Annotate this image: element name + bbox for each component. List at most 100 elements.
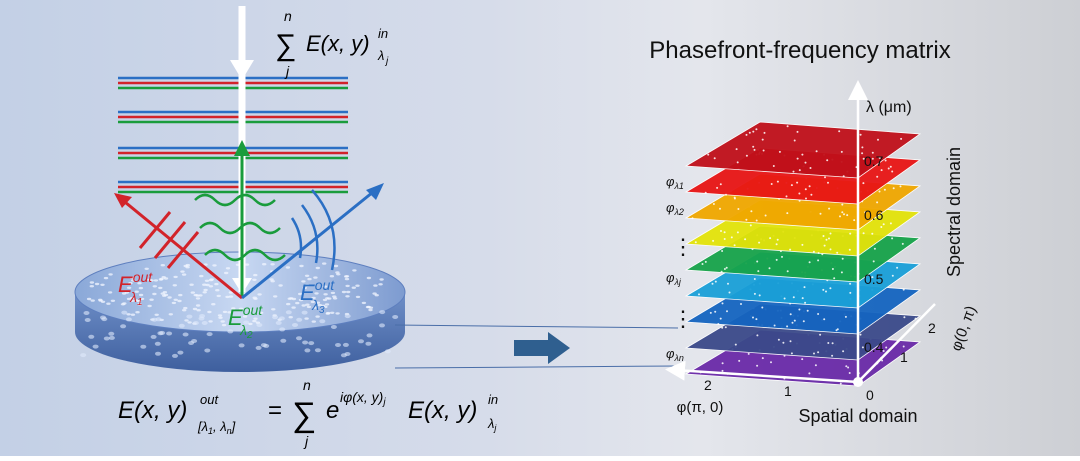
nanopillar	[80, 353, 87, 358]
layer-pixel	[758, 241, 761, 244]
layer-pixel	[733, 197, 736, 200]
nanopillar	[147, 304, 152, 308]
layer-pixel	[844, 315, 847, 318]
z-tick-0.4: 0.4	[864, 339, 884, 355]
nanopillar	[187, 321, 192, 324]
nanopillar	[129, 296, 135, 300]
x-axis	[665, 360, 859, 384]
layer-pixel	[769, 237, 772, 240]
blue-beam-arrow	[241, 186, 379, 300]
layer-pixel	[758, 294, 761, 297]
layer-pixel	[891, 274, 894, 277]
layer-pixel	[736, 231, 739, 234]
layer-pixel	[770, 361, 772, 364]
layer-pixel	[782, 341, 785, 344]
layer-pixel	[801, 243, 804, 246]
layer-pixel	[842, 175, 845, 178]
nanopillar	[286, 302, 291, 306]
nanopillar	[201, 321, 208, 325]
layer-pixel	[694, 241, 697, 244]
y-tick-1: 1	[900, 349, 908, 365]
layer-pixel	[887, 167, 890, 170]
layer-pixel	[815, 150, 818, 153]
nanopillar	[137, 282, 142, 285]
nanopillar	[178, 293, 183, 297]
layer-pixel	[902, 345, 905, 348]
nanopillar	[155, 317, 162, 322]
nanopillar	[248, 322, 253, 326]
layer-pixel	[801, 358, 804, 361]
nanopillar	[278, 284, 283, 287]
y-axis-label: φ(0, π)	[948, 304, 980, 354]
nanopillar	[168, 313, 173, 316]
layer-pixel	[728, 291, 731, 294]
nanopillar	[204, 279, 210, 282]
nanopillar	[207, 310, 212, 314]
layer-pixel	[772, 165, 775, 167]
layer-pixel	[725, 266, 728, 269]
layer-pixel	[861, 146, 864, 149]
layer-pixel	[814, 364, 817, 367]
nanopillar	[330, 311, 335, 314]
nanopillar	[160, 292, 165, 295]
input-sup: in	[378, 26, 388, 41]
layer-pixel	[878, 156, 881, 159]
nanopillar	[98, 298, 103, 301]
nanopillar	[299, 264, 304, 268]
nanopillar	[313, 276, 318, 279]
nanopillar	[214, 282, 219, 286]
nanopillar	[89, 281, 95, 284]
nanopillar	[304, 317, 309, 320]
z-tick-labels: 0.70.60.50.4	[864, 153, 884, 355]
layer-pixel	[862, 232, 865, 235]
output-sup: in	[488, 392, 498, 407]
layer-pixel	[756, 334, 759, 337]
nanopillar	[92, 344, 99, 349]
nanopillar	[244, 263, 250, 266]
layer-pixel	[737, 208, 740, 210]
nanopillar	[341, 290, 347, 294]
red-wavefront-icons	[138, 211, 200, 269]
nanopillar	[131, 279, 136, 282]
nanopillar	[186, 314, 193, 319]
layer-pixel	[825, 290, 827, 293]
layer-pixel	[709, 311, 712, 314]
exp-power: iφ(x, y)j	[340, 389, 386, 408]
nanopillar	[322, 262, 327, 265]
layer-pixel	[808, 185, 811, 188]
nanopillar	[355, 295, 361, 299]
nanopillar	[278, 316, 285, 321]
layer-label-λ1: φλ1	[666, 174, 684, 191]
nanopillar	[335, 343, 341, 347]
nanopillar	[138, 293, 144, 297]
nanopillar	[154, 313, 159, 316]
layer-pixel	[756, 364, 759, 367]
layer-pixel	[804, 301, 807, 304]
nanopillar	[108, 273, 113, 276]
layer-pixel	[831, 268, 834, 270]
layer-pixel	[713, 157, 716, 160]
layer-pixel	[828, 237, 830, 240]
nanopillar	[279, 327, 286, 332]
matrix-layers	[684, 121, 922, 387]
layer-pixel	[840, 150, 843, 153]
nanopillar	[172, 284, 177, 287]
nanopillar	[153, 279, 159, 282]
nanopillar	[319, 319, 326, 324]
nanopillar	[166, 331, 173, 336]
nanopillar	[366, 305, 371, 309]
layer-pixel	[792, 296, 795, 299]
matrix-title: Phasefront-frequency matrix	[649, 37, 950, 64]
layer-pixel	[819, 333, 822, 336]
nanopillar	[307, 277, 312, 281]
nanopillar	[308, 341, 315, 346]
nanopillar	[228, 291, 234, 294]
layer-pixel	[823, 318, 826, 321]
nanopillar	[124, 291, 130, 294]
layer-pixel	[792, 170, 795, 173]
nanopillar	[269, 278, 274, 281]
nanopillar	[252, 296, 257, 299]
nanopillar	[304, 274, 310, 277]
nanopillar	[238, 307, 244, 310]
